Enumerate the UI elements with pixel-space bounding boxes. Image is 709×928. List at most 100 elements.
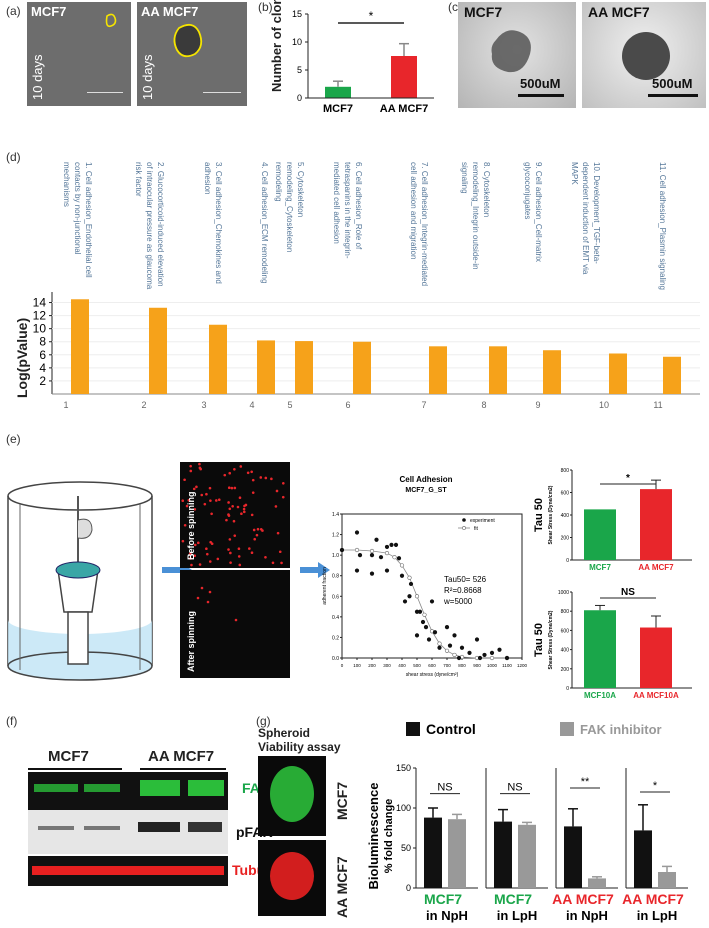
y-tick-label: 0.0 (332, 656, 339, 662)
chart-d-ylabel: Log(pValue) (14, 317, 30, 398)
bar (424, 817, 442, 888)
micrograph-mcf7: MCF7 10 days (27, 2, 131, 106)
experiment-point (396, 556, 402, 561)
cell-dot (223, 473, 227, 477)
blot-fak (28, 772, 228, 810)
y-tick-label: 0.6 (332, 594, 339, 600)
cell-dot (242, 507, 246, 511)
cell-dot (188, 552, 192, 556)
y-tick-label: 12 (33, 309, 47, 323)
bar (564, 826, 582, 888)
experiment-point (420, 619, 426, 625)
cell-dot (228, 507, 232, 511)
fit-point (369, 548, 375, 554)
shear-label: Shear Stress (Dyne/cm2) (548, 485, 554, 544)
cell-dot (250, 470, 253, 474)
bar (640, 627, 672, 688)
fit-point (414, 594, 420, 599)
category-label: 1 (63, 400, 68, 410)
fit-point (437, 641, 442, 646)
experiment-point (497, 647, 502, 652)
fit-point (399, 563, 405, 568)
cell-dot (198, 563, 202, 566)
pathway-labels: 1. Cell adhesion_Endothelial cell contac… (60, 160, 704, 290)
x-tick-label: 0 (341, 663, 344, 668)
bar (634, 830, 652, 888)
x-tick-label: 300 (383, 663, 391, 668)
experiment-point (504, 655, 510, 661)
group-label: MCF7 (424, 891, 462, 907)
significance-marker: * (653, 780, 658, 792)
category-label: 5 (287, 400, 292, 410)
cell-dot (205, 547, 208, 551)
cell-dot (281, 495, 285, 499)
x-axis-label: shear stress (dyne/cm²) (406, 672, 459, 678)
y-tick-label: 15 (292, 9, 302, 19)
spheroid-subtitle: Viability assay (258, 740, 341, 754)
experiment-point (414, 633, 420, 638)
bar (543, 350, 561, 394)
cell-dot (217, 498, 221, 502)
experiment-point (369, 571, 375, 576)
experiment-point (369, 553, 375, 558)
x-tick-label: 800 (458, 663, 466, 668)
y-axis-label-line2: % fold change (383, 799, 395, 874)
cell-dot (234, 618, 238, 622)
fit-point (422, 612, 427, 617)
experiment-point (426, 637, 432, 642)
pathway-label: 11. Cell adhesion_Plasmin signaling (658, 162, 667, 290)
pathway-label: 4. Cell adhesion_ECM remodeling (260, 162, 269, 284)
category-label: AA MCF10A (633, 691, 679, 700)
cell-dot (185, 504, 189, 508)
arrow-right-icon (300, 562, 330, 578)
panel-label-g: (g) (256, 714, 271, 728)
group-sublabel: in NpH (426, 908, 468, 923)
cell-dot (200, 586, 204, 590)
pathway-label: 8. Cytoskeleton remodeling_Integrin outs… (460, 162, 491, 270)
experiment-point (374, 537, 379, 542)
before-spinning-label: Before spinning (186, 491, 196, 560)
cell-dot (209, 540, 212, 544)
category-label: 10 (599, 400, 609, 410)
cell-dot (240, 512, 243, 516)
cell-dot (198, 466, 202, 470)
y-tick-label: 150 (396, 763, 411, 773)
cell-dot (271, 561, 275, 565)
x-tick-label: 200 (368, 663, 376, 668)
cell-dot (227, 501, 230, 504)
panel-label-f: (f) (6, 714, 18, 728)
cell-dot (196, 541, 200, 545)
x-tick-label: 1200 (517, 663, 528, 668)
cell-dot (216, 557, 220, 561)
scale-bar (87, 92, 123, 93)
y-tick-label: 600 (561, 491, 570, 497)
cell-dot (232, 519, 236, 523)
cell-dot (233, 468, 236, 471)
significance-marker: NS (621, 587, 635, 598)
y-tick-label: 0.8 (332, 574, 339, 580)
scale-label: 500uM (520, 76, 561, 91)
y-tick-label: 0 (566, 558, 569, 564)
group-sublabel: in NpH (566, 908, 608, 923)
y-tick-label: 0 (297, 93, 302, 103)
category-label: 4 (249, 400, 254, 410)
category-label: 9 (535, 400, 540, 410)
experiment-point (402, 599, 408, 604)
y-tick-label: 1000 (558, 590, 569, 596)
fit-point (407, 575, 412, 580)
experiment-point (477, 655, 483, 661)
bar (71, 299, 89, 394)
y-axis-label: adherent fraction (322, 567, 328, 605)
group-line (28, 768, 122, 770)
scale-label: 500uM (652, 76, 693, 91)
cell-dot (250, 551, 254, 554)
experiment-point (417, 609, 423, 614)
pathway-label: 2. Glucocorticoid-induced elevation of i… (134, 162, 165, 290)
cell-dot (203, 502, 207, 506)
cell-dot (192, 487, 196, 491)
experiment-point (389, 542, 394, 547)
cell-dot (233, 534, 237, 537)
